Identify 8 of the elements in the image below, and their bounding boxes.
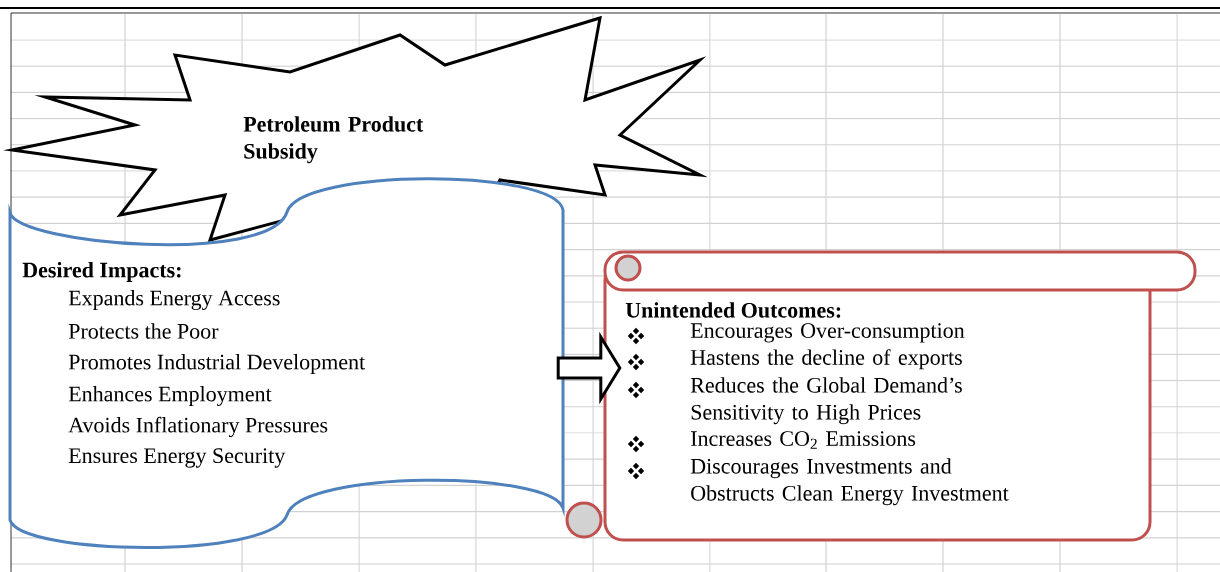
block-arrow: [556, 331, 622, 405]
list-item: Protects the Poor: [68, 323, 219, 339]
list-item: Avoids Inflationary Pressures: [68, 416, 328, 438]
list-item: Enhances Employment: [68, 386, 272, 406]
list-item: Expands Energy Access: [68, 290, 280, 310]
list-item: Promotes Industrial Development: [68, 354, 366, 374]
list-item: Ensures Energy Security: [68, 448, 286, 468]
heading: Desired Impacts:: [22, 262, 181, 282]
